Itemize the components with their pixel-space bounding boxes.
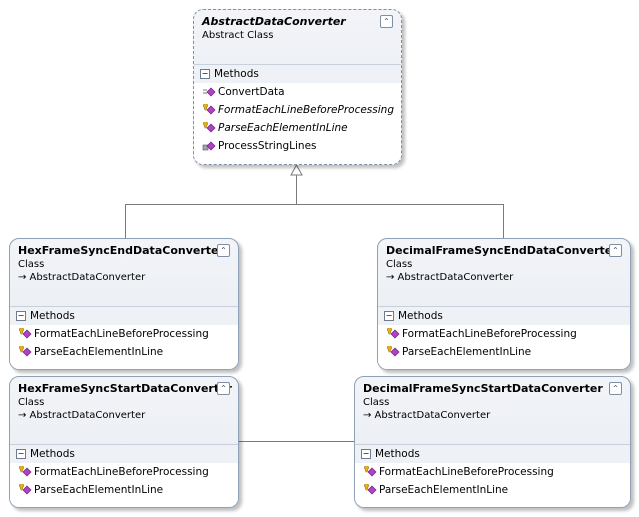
class-name: AbstractDataConverter <box>202 15 346 28</box>
hex-start-converter-box[interactable]: HexFrameSyncStartDataConverter Class → A… <box>9 376 239 508</box>
section-label: Methods <box>398 310 443 322</box>
method-parseeachelement[interactable]: ParseEachElementInLine <box>378 343 630 361</box>
collapse-minus-icon[interactable]: − <box>361 449 371 459</box>
double-chevron-up-icon[interactable]: ⌃ <box>609 382 622 395</box>
base-class-ref: → AbstractDataConverter <box>18 272 146 283</box>
class-kind: Class <box>18 259 45 270</box>
connector-trunk <box>296 175 297 205</box>
class-name: DecimalFrameSyncStartDataConverter <box>363 382 603 395</box>
private-method-icon <box>202 141 216 151</box>
double-chevron-up-icon[interactable]: ⌃ <box>217 244 230 257</box>
base-class-ref: → AbstractDataConverter <box>18 410 146 421</box>
method-formateachline[interactable]: FormatEachLineBeforeProcessing <box>378 325 630 343</box>
inheritance-arrowhead <box>290 164 303 176</box>
method-parseeachelement[interactable]: ParseEachElementInLine <box>10 481 238 499</box>
abstract-data-converter-box[interactable]: AbstractDataConverter Abstract Class ⌃ −… <box>193 9 402 165</box>
class-name: DecimalFrameSyncEndDataConverter <box>386 244 618 257</box>
method-formateachline[interactable]: FormatEachLineBeforeProcessing <box>194 101 401 119</box>
method-name: FormatEachLineBeforeProcessing <box>34 328 209 340</box>
method-name: ParseEachElementInLine <box>379 484 509 496</box>
protected-method-icon <box>203 104 216 115</box>
methods-section: −Methods FormatEachLineBeforeProcessing … <box>355 444 630 507</box>
section-label: Methods <box>214 68 259 80</box>
class-kind: Class <box>386 259 413 270</box>
protected-method-icon <box>19 484 32 495</box>
method-processstringlines[interactable]: ProcessStringLines <box>194 137 401 155</box>
class-header: HexFrameSyncEndDataConverter Class → Abs… <box>10 239 238 287</box>
base-class-ref: → AbstractDataConverter <box>363 410 491 421</box>
method-formateachline[interactable]: FormatEachLineBeforeProcessing <box>10 325 238 343</box>
class-kind: Class <box>363 397 390 408</box>
protected-method-icon <box>19 466 32 477</box>
section-label: Methods <box>30 310 75 322</box>
methods-section: −Methods ConvertData FormatEachLineBefor… <box>194 64 401 164</box>
methods-section-header[interactable]: −Methods <box>355 445 630 463</box>
methods-section-header[interactable]: −Methods <box>10 307 238 325</box>
method-name: ParseEachElementInLine <box>402 346 532 358</box>
protected-method-icon <box>364 466 377 477</box>
method-name: FormatEachLineBeforeProcessing <box>379 466 554 478</box>
methods-section-header[interactable]: −Methods <box>378 307 630 325</box>
methods-section-header[interactable]: −Methods <box>10 445 238 463</box>
protected-method-icon <box>19 346 32 357</box>
method-name: ParseEachElementInLine <box>34 346 164 358</box>
connector-bar <box>125 204 504 205</box>
methods-section-header[interactable]: −Methods <box>194 65 401 83</box>
decimal-start-converter-box[interactable]: DecimalFrameSyncStartDataConverter Class… <box>354 376 631 508</box>
methods-section: −Methods FormatEachLineBeforeProcessing … <box>10 444 238 507</box>
class-kind: Abstract Class <box>202 30 274 41</box>
method-name: FormatEachLineBeforeProcessing <box>218 104 394 116</box>
method-parseeachelement[interactable]: ParseEachElementInLine <box>10 343 238 361</box>
decimal-end-converter-box[interactable]: DecimalFrameSyncEndDataConverter Class →… <box>377 238 631 370</box>
methods-section: −Methods FormatEachLineBeforeProcessing … <box>378 306 630 369</box>
method-name: FormatEachLineBeforeProcessing <box>402 328 577 340</box>
method-icon <box>203 87 216 97</box>
collapse-minus-icon[interactable]: − <box>16 311 26 321</box>
class-name: HexFrameSyncEndDataConverter <box>18 244 224 257</box>
protected-method-icon <box>364 484 377 495</box>
class-header: HexFrameSyncStartDataConverter Class → A… <box>10 377 238 425</box>
collapse-minus-icon[interactable]: − <box>384 311 394 321</box>
method-formateachline[interactable]: FormatEachLineBeforeProcessing <box>355 463 630 481</box>
method-parseeachelement[interactable]: ParseEachElementInLine <box>355 481 630 499</box>
double-chevron-up-icon[interactable]: ⌃ <box>217 382 230 395</box>
connector-right-drop <box>503 204 504 238</box>
class-header: AbstractDataConverter Abstract Class ⌃ <box>194 10 401 58</box>
collapse-minus-icon[interactable]: − <box>200 69 210 79</box>
hex-end-converter-box[interactable]: HexFrameSyncEndDataConverter Class → Abs… <box>9 238 239 370</box>
double-chevron-up-icon[interactable]: ⌃ <box>380 15 393 28</box>
protected-method-icon <box>19 328 32 339</box>
methods-section: −Methods FormatEachLineBeforeProcessing … <box>10 306 238 369</box>
method-name: ProcessStringLines <box>218 140 317 152</box>
method-parseeachelement[interactable]: ParseEachElementInLine <box>194 119 401 137</box>
method-name: ParseEachElementInLine <box>218 122 348 134</box>
connector-left-drop <box>125 204 126 238</box>
method-name: ConvertData <box>218 86 285 98</box>
method-formateachline[interactable]: FormatEachLineBeforeProcessing <box>10 463 238 481</box>
class-header: DecimalFrameSyncEndDataConverter Class →… <box>378 239 630 287</box>
section-label: Methods <box>375 448 420 460</box>
base-class-ref: → AbstractDataConverter <box>386 272 514 283</box>
class-name: HexFrameSyncStartDataConverter <box>18 382 232 395</box>
protected-method-icon <box>387 346 400 357</box>
collapse-minus-icon[interactable]: − <box>16 449 26 459</box>
method-name: ParseEachElementInLine <box>34 484 164 496</box>
section-label: Methods <box>30 448 75 460</box>
method-name: FormatEachLineBeforeProcessing <box>34 466 209 478</box>
method-convertdata[interactable]: ConvertData <box>194 83 401 101</box>
double-chevron-up-icon[interactable]: ⌃ <box>609 244 622 257</box>
connector-bottom-bar <box>238 441 354 442</box>
class-kind: Class <box>18 397 45 408</box>
protected-method-icon <box>203 122 216 133</box>
class-header: DecimalFrameSyncStartDataConverter Class… <box>355 377 630 425</box>
protected-method-icon <box>387 328 400 339</box>
